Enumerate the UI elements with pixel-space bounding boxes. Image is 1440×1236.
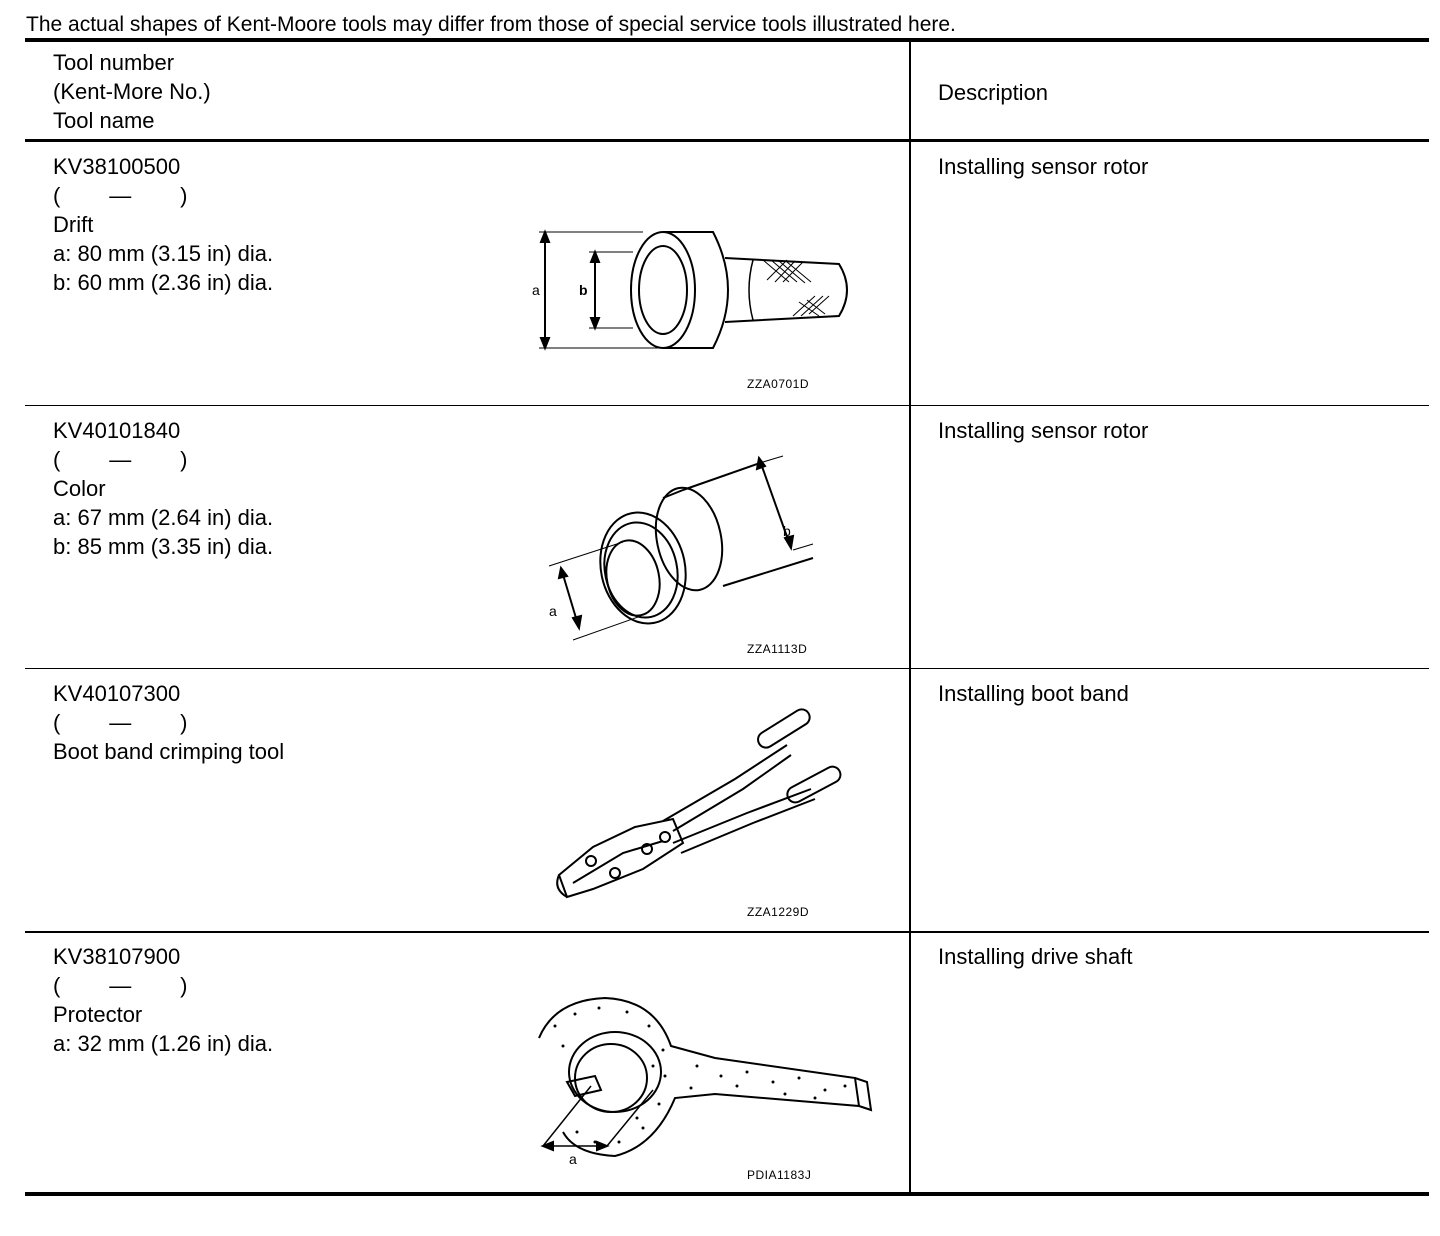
- tool-description: Installing boot band: [938, 681, 1129, 706]
- table-row: KV38100500 ( — ) Drift a: 80 mm (3.15 in…: [25, 146, 1429, 410]
- tool-number: KV38107900: [53, 944, 181, 969]
- tool-description: Installing drive shaft: [938, 944, 1133, 969]
- tool-spec-a: a: 80 mm (3.15 in) dia.: [53, 241, 274, 266]
- top-rule: [25, 38, 1429, 42]
- label-a: a: [532, 282, 540, 298]
- protector-illustration: a: [538, 996, 873, 1167]
- table-row: KV40101840 ( — ) Color a: 67 mm (2.64 in…: [25, 410, 1429, 673]
- tool-spec-b: b: 60 mm (2.36 in) dia.: [53, 270, 274, 295]
- header-tool-column: Tool number (Kent-More No.) Tool name: [53, 48, 211, 135]
- tool-number: KV40101840: [53, 418, 181, 443]
- figure-code: ZZA1229D: [747, 905, 810, 919]
- tool-name: Color: [53, 476, 106, 501]
- figure-code: ZZA1113D: [747, 642, 808, 656]
- kent-more-number: ( — ): [53, 183, 188, 208]
- row-divider-3: [25, 931, 1429, 933]
- kent-more-number: ( — ): [53, 710, 188, 735]
- header-tool-number: Tool number: [53, 50, 175, 75]
- tool-description: Installing sensor rotor: [938, 418, 1149, 443]
- tool-number: KV40107300: [53, 681, 181, 706]
- kent-more-number: ( — ): [53, 973, 188, 998]
- tool-info: KV40107300 ( — ) Boot band crimping tool: [53, 679, 284, 766]
- tool-info: KV38107900 ( — ) Protector a: 32 mm (1.2…: [53, 942, 273, 1058]
- tool-name: Protector: [53, 1002, 143, 1027]
- label-a: a: [549, 603, 557, 619]
- figure-code: PDIA1183J: [747, 1168, 812, 1182]
- tool-spec-a: a: 32 mm (1.26 in) dia.: [53, 1031, 274, 1056]
- figure-code: ZZA0701D: [747, 377, 810, 391]
- header-tool-name: Tool name: [53, 108, 155, 133]
- header-rule: [25, 139, 1429, 142]
- crimping-tool-illustration: [556, 708, 842, 899]
- tool-number: KV38100500: [53, 154, 181, 179]
- header-kent-more: (Kent-More No.): [53, 79, 211, 104]
- collar-illustration: b a: [548, 455, 814, 641]
- tool-name: Boot band crimping tool: [53, 739, 285, 764]
- tool-spec-b: b: 85 mm (3.35 in) dia.: [53, 534, 274, 559]
- tool-spec-a: a: 67 mm (2.64 in) dia.: [53, 505, 274, 530]
- kent-more-number: ( — ): [53, 447, 188, 472]
- row-divider-1: [25, 405, 1429, 406]
- label-a: a: [569, 1151, 577, 1167]
- drift-illustration: a b: [532, 229, 848, 351]
- disclaimer-note: The actual shapes of Kent-Moore tools ma…: [26, 13, 956, 36]
- row-divider-2: [25, 668, 1429, 669]
- tool-info: KV40101840 ( — ) Color a: 67 mm (2.64 in…: [53, 416, 273, 561]
- table-row: KV38107900 ( — ) Protector a: 32 mm (1.2…: [25, 936, 1429, 1194]
- tool-name: Drift: [53, 212, 94, 237]
- label-b: b: [579, 282, 588, 298]
- table-header: Tool number (Kent-More No.) Tool name De…: [25, 42, 1429, 140]
- table-row: KV40107300 ( — ) Boot band crimping tool: [25, 673, 1429, 936]
- bottom-rule: [25, 1192, 1429, 1196]
- tool-description: Installing sensor rotor: [938, 154, 1149, 179]
- column-divider: [909, 38, 911, 1194]
- label-b: b: [783, 523, 791, 539]
- header-description: Description: [938, 80, 1049, 105]
- tool-info: KV38100500 ( — ) Drift a: 80 mm (3.15 in…: [53, 152, 273, 297]
